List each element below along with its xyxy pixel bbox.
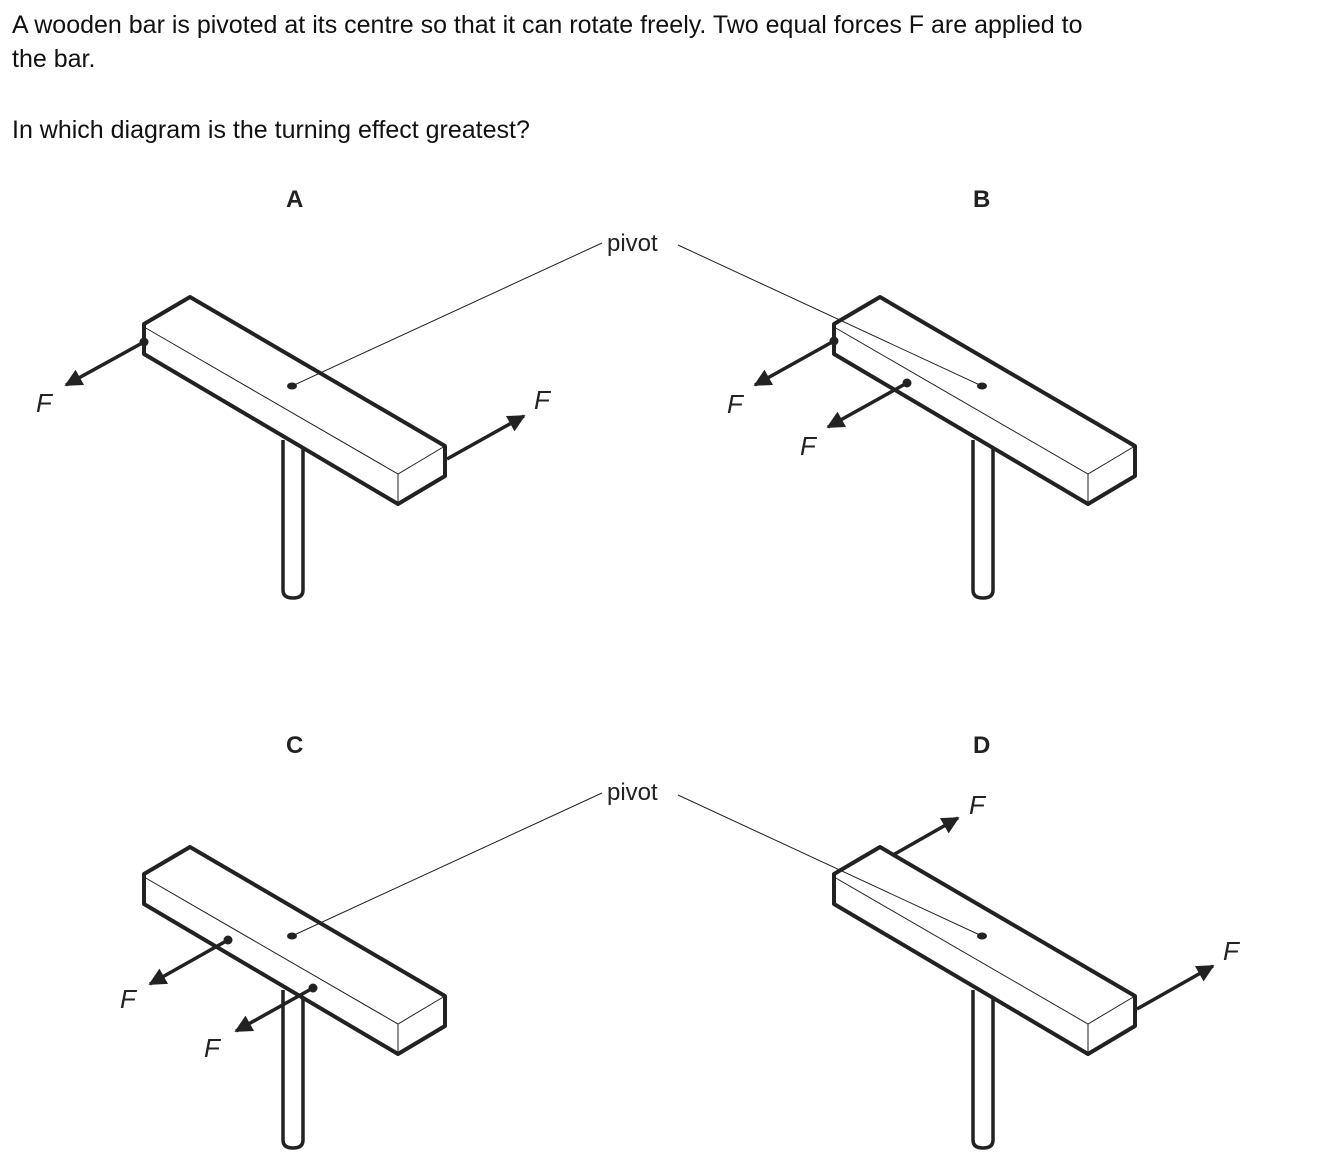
force-label: F <box>727 389 745 419</box>
force-arrow <box>64 340 145 387</box>
diagram-c: C F F <box>120 732 447 1150</box>
force-label: F <box>36 388 54 418</box>
force-label: F <box>534 385 552 415</box>
leader-line <box>677 244 983 387</box>
pivot-callout-top: pivot <box>291 230 983 387</box>
force-label: F <box>120 984 138 1014</box>
question-line-2: the bar. <box>12 45 96 73</box>
pivoted-bar <box>142 295 447 600</box>
diagram-d: D F F <box>832 732 1241 1150</box>
leader-line <box>291 242 603 387</box>
force-arrow <box>1136 964 1215 1011</box>
pivot-label: pivot <box>607 230 658 257</box>
force-arrow <box>892 816 960 857</box>
diagram-label: B <box>973 186 990 213</box>
force-arrow <box>446 414 526 461</box>
diagram-a: A F F <box>36 186 552 600</box>
diagram-b: B F F <box>727 186 1137 600</box>
pivoted-bar <box>832 845 1137 1150</box>
force-arrow <box>826 381 908 429</box>
question-prompt: In which diagram is the turning effect g… <box>12 116 530 144</box>
pivot-label: pivot <box>607 779 658 806</box>
pivoted-bar <box>832 295 1137 600</box>
leader-line <box>291 792 603 937</box>
question-line-1: A wooden bar is pivoted at its centre so… <box>12 11 1083 39</box>
diagram-label: D <box>973 732 990 759</box>
force-label: F <box>969 790 987 820</box>
force-arrow <box>753 339 835 387</box>
leader-line <box>677 794 983 937</box>
force-arrow <box>234 986 314 1033</box>
force-label: F <box>204 1033 222 1063</box>
force-label: F <box>1223 936 1241 966</box>
force-arrow <box>148 938 229 986</box>
pivot-callout-bottom: pivot <box>291 779 983 937</box>
force-label: F <box>800 431 818 461</box>
diagram-label: A <box>286 186 303 213</box>
diagram-label: C <box>286 732 303 759</box>
